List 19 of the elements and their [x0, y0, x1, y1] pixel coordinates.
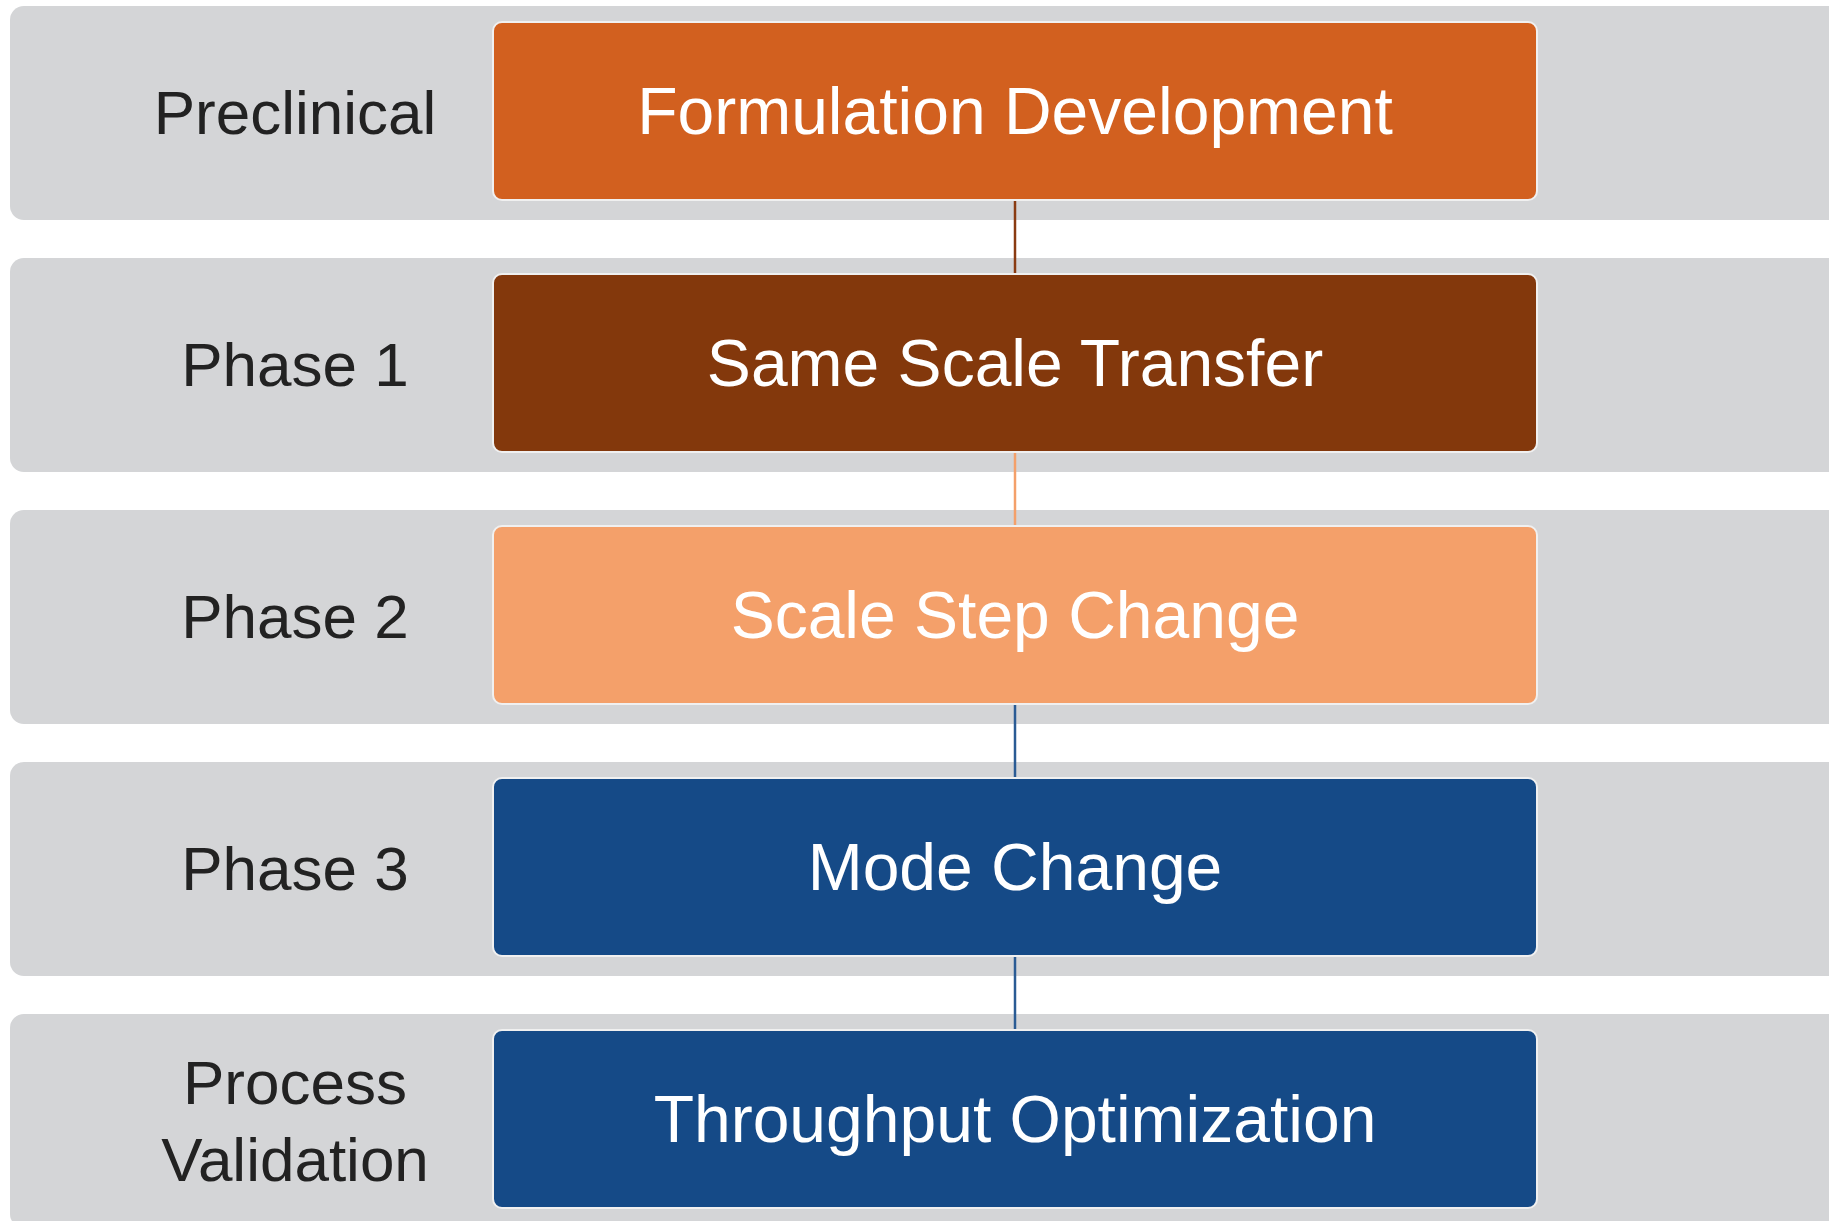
phase-band — [10, 762, 1829, 976]
phase-band — [10, 258, 1829, 472]
process-box: Same Scale Transfer — [492, 273, 1538, 453]
phase-label: Phase 1 — [180, 329, 410, 402]
phase-label: Phase 2 — [180, 581, 410, 654]
connector-line — [1013, 453, 1017, 525]
process-box: Throughput Optimization — [492, 1029, 1538, 1209]
process-box: Scale Step Change — [492, 525, 1538, 705]
process-box: Formulation Development — [492, 21, 1538, 201]
connector-line — [1013, 705, 1017, 777]
connector-line — [1013, 957, 1017, 1029]
phase-label: Phase 3 — [180, 833, 410, 906]
phase-label: Preclinical — [152, 77, 438, 150]
phase-label: Process Validation — [160, 1046, 430, 1196]
process-box: Mode Change — [492, 777, 1538, 957]
phase-band — [10, 510, 1829, 724]
phase-band — [10, 6, 1829, 220]
phase-band — [10, 1014, 1829, 1221]
connector-line — [1013, 201, 1017, 273]
